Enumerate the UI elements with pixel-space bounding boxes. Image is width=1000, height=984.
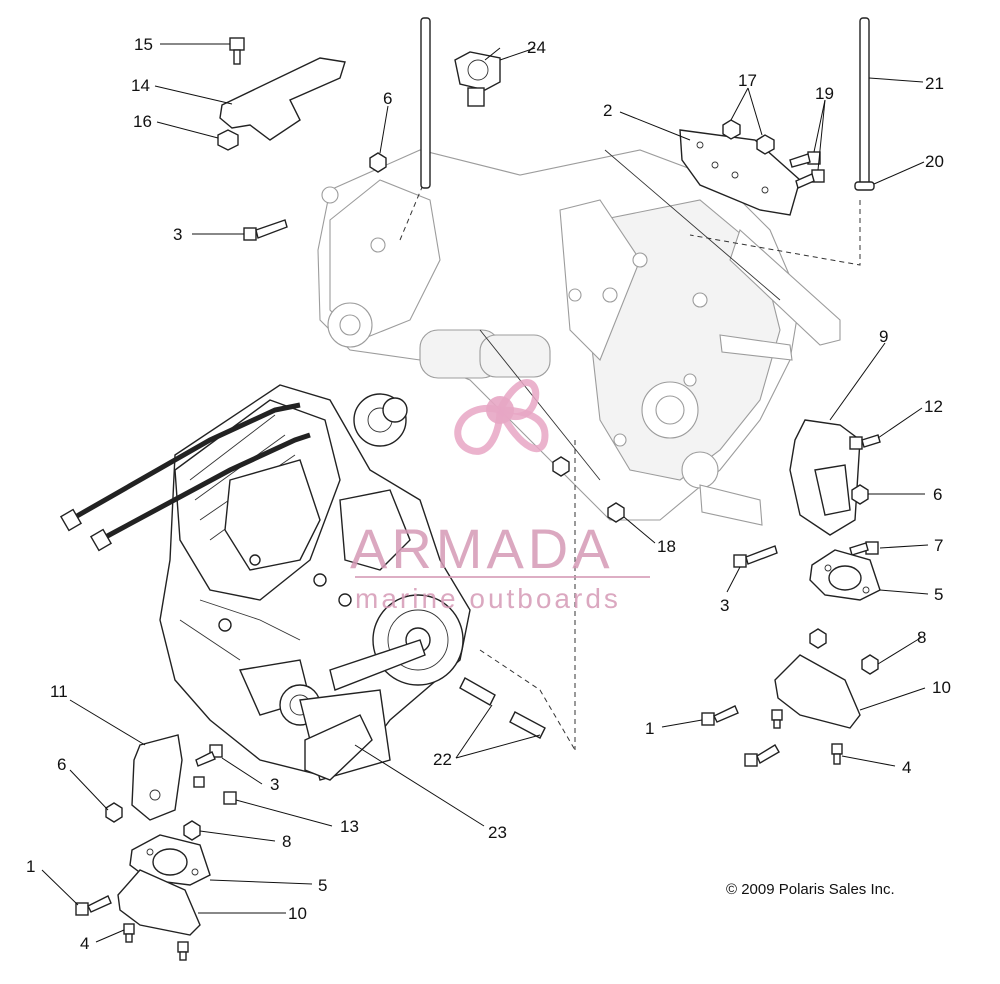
propeller-logo — [454, 379, 549, 455]
mount-5-left — [129, 834, 211, 886]
watermark-tagline: marine outboards — [355, 583, 621, 614]
nut-8-left — [183, 820, 201, 841]
cover-23 — [304, 714, 373, 781]
leader-lines — [41, 43, 929, 943]
copyright-notice: © 2009 Polaris Sales Inc. — [726, 881, 895, 898]
bolt-4-right-a — [771, 709, 783, 729]
bolt-12 — [849, 434, 881, 450]
bolt-1-left — [75, 895, 112, 916]
callout-8: 8 — [917, 628, 926, 647]
nut-6-right — [851, 484, 869, 505]
clamp-24 — [454, 51, 501, 107]
callout-1: 1 — [26, 857, 35, 876]
transmission-assembly — [317, 149, 841, 526]
nut-17b — [756, 134, 775, 155]
bolt-3-right — [733, 545, 778, 568]
callout-23: 23 — [488, 823, 507, 842]
mount-5-right — [809, 549, 881, 601]
callout-12: 12 — [924, 397, 943, 416]
bolt-right-angled — [744, 744, 780, 767]
callout-20: 20 — [925, 152, 944, 171]
callout-19: 19 — [815, 84, 834, 103]
studs-22 — [459, 677, 546, 739]
bracket-14 — [219, 57, 346, 141]
callout-9: 9 — [879, 327, 888, 346]
callout-5: 5 — [934, 585, 943, 604]
bolt-1-right — [701, 705, 739, 726]
callout-3: 3 — [270, 775, 279, 794]
callout-13: 13 — [340, 817, 359, 836]
callout-17: 17 — [738, 71, 757, 90]
bolt-13 — [193, 776, 237, 805]
callout-2: 2 — [603, 101, 612, 120]
bolt-15 — [229, 37, 245, 65]
nut-17a — [722, 119, 741, 140]
bolt-7 — [849, 541, 879, 556]
parts — [75, 17, 881, 961]
bolt-19b — [795, 169, 825, 189]
bolt-4-left-a — [123, 923, 135, 943]
callout-4: 4 — [902, 758, 911, 777]
callout-11: 11 — [50, 682, 68, 701]
callout-4: 4 — [80, 934, 89, 953]
callout-6: 6 — [933, 485, 942, 504]
nut-6-top — [369, 152, 387, 173]
callout-1: 1 — [645, 719, 654, 738]
callout-15: 15 — [134, 35, 153, 54]
callout-labels: 15 24 14 6 16 17 19 2 21 3 20 9 12 6 18 … — [26, 35, 951, 953]
nut-16 — [217, 129, 239, 151]
shield-11 — [131, 734, 183, 821]
callout-8: 8 — [282, 832, 291, 851]
bracket-10-right — [774, 654, 861, 729]
nut-6-left — [105, 802, 123, 823]
nut-8-right — [861, 654, 879, 675]
bolt-19a — [789, 151, 821, 168]
bolt-4-right-b — [831, 743, 843, 765]
callout-18: 18 — [657, 537, 676, 556]
grommet-20 — [854, 181, 875, 191]
callout-10: 10 — [932, 678, 951, 697]
callout-7: 7 — [934, 536, 943, 555]
nut-upper-mid — [552, 456, 570, 477]
bolt-4-left-b — [177, 941, 189, 961]
callout-21: 21 — [925, 74, 944, 93]
callout-3: 3 — [720, 596, 729, 615]
callout-6: 6 — [383, 89, 392, 108]
rod-21 — [859, 17, 870, 187]
rod-left — [420, 17, 431, 189]
watermark: ARMADA marine outboards — [350, 379, 650, 614]
callout-22: 22 — [433, 750, 452, 769]
bolt-3-left — [195, 744, 223, 767]
watermark-brand: ARMADA — [350, 517, 614, 580]
engine-assembly — [59, 384, 471, 781]
callout-14: 14 — [131, 76, 150, 95]
callout-3: 3 — [173, 225, 182, 244]
callout-10: 10 — [288, 904, 307, 923]
callout-5: 5 — [318, 876, 327, 895]
callout-24: 24 — [527, 38, 546, 57]
bolt-3-top — [243, 219, 288, 241]
callout-6: 6 — [57, 755, 66, 774]
bracket-10-left — [117, 869, 201, 936]
callout-16: 16 — [133, 112, 152, 131]
nut-right-mid — [809, 628, 827, 649]
